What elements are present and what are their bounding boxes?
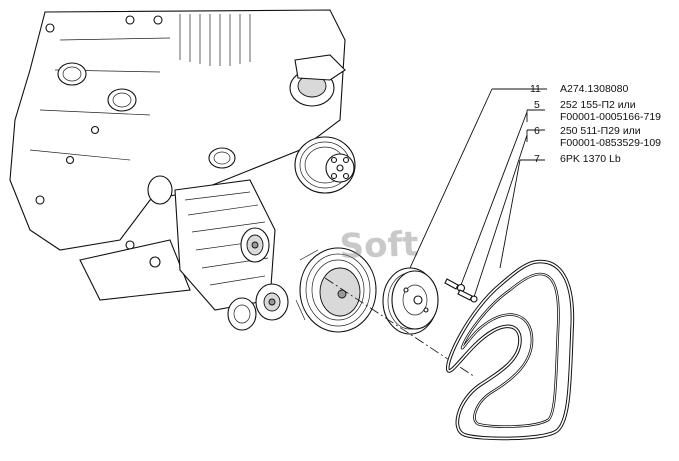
alternator bbox=[174, 179, 276, 311]
pulley-part-11 bbox=[382, 267, 439, 335]
water-pump-pulley bbox=[294, 136, 356, 194]
callout-5: 5 252 155-П2 или F00001-0005166-719 bbox=[534, 99, 661, 123]
crankshaft-pulley bbox=[295, 247, 377, 333]
callout-11: 11 A274.1308080 bbox=[530, 83, 628, 95]
callout-7-number: 7 bbox=[534, 153, 540, 165]
callout-11-number: 11 bbox=[530, 83, 541, 95]
engine-block bbox=[9, 9, 346, 301]
poly-v-belt-part-7 bbox=[446, 259, 575, 441]
callout-6-number: 6 bbox=[534, 125, 540, 137]
callout-11-line-1: A274.1308080 bbox=[560, 83, 628, 95]
leader-lines bbox=[409, 88, 547, 298]
callout-7-line-1: 6PK 1370 Lb bbox=[560, 153, 621, 165]
callout-6-line-1: 250 511-П29 или bbox=[560, 125, 641, 137]
callout-5-number: 5 bbox=[534, 99, 540, 111]
bolt-part-6 bbox=[457, 289, 478, 303]
callout-5-line-2: F00001-0005166-719 bbox=[560, 111, 661, 123]
callout-6: 6 250 511-П29 или F00001-0853529-109 bbox=[534, 125, 661, 149]
bolt-part-5 bbox=[444, 278, 466, 293]
callout-7: 7 6PK 1370 Lb bbox=[534, 153, 621, 165]
callout-6-line-2: F00001-0853529-109 bbox=[560, 137, 661, 149]
callout-5-line-1: 252 155-П2 или bbox=[560, 99, 636, 111]
watermark-text: Soft bbox=[339, 224, 419, 267]
idler-pulley bbox=[227, 283, 289, 331]
